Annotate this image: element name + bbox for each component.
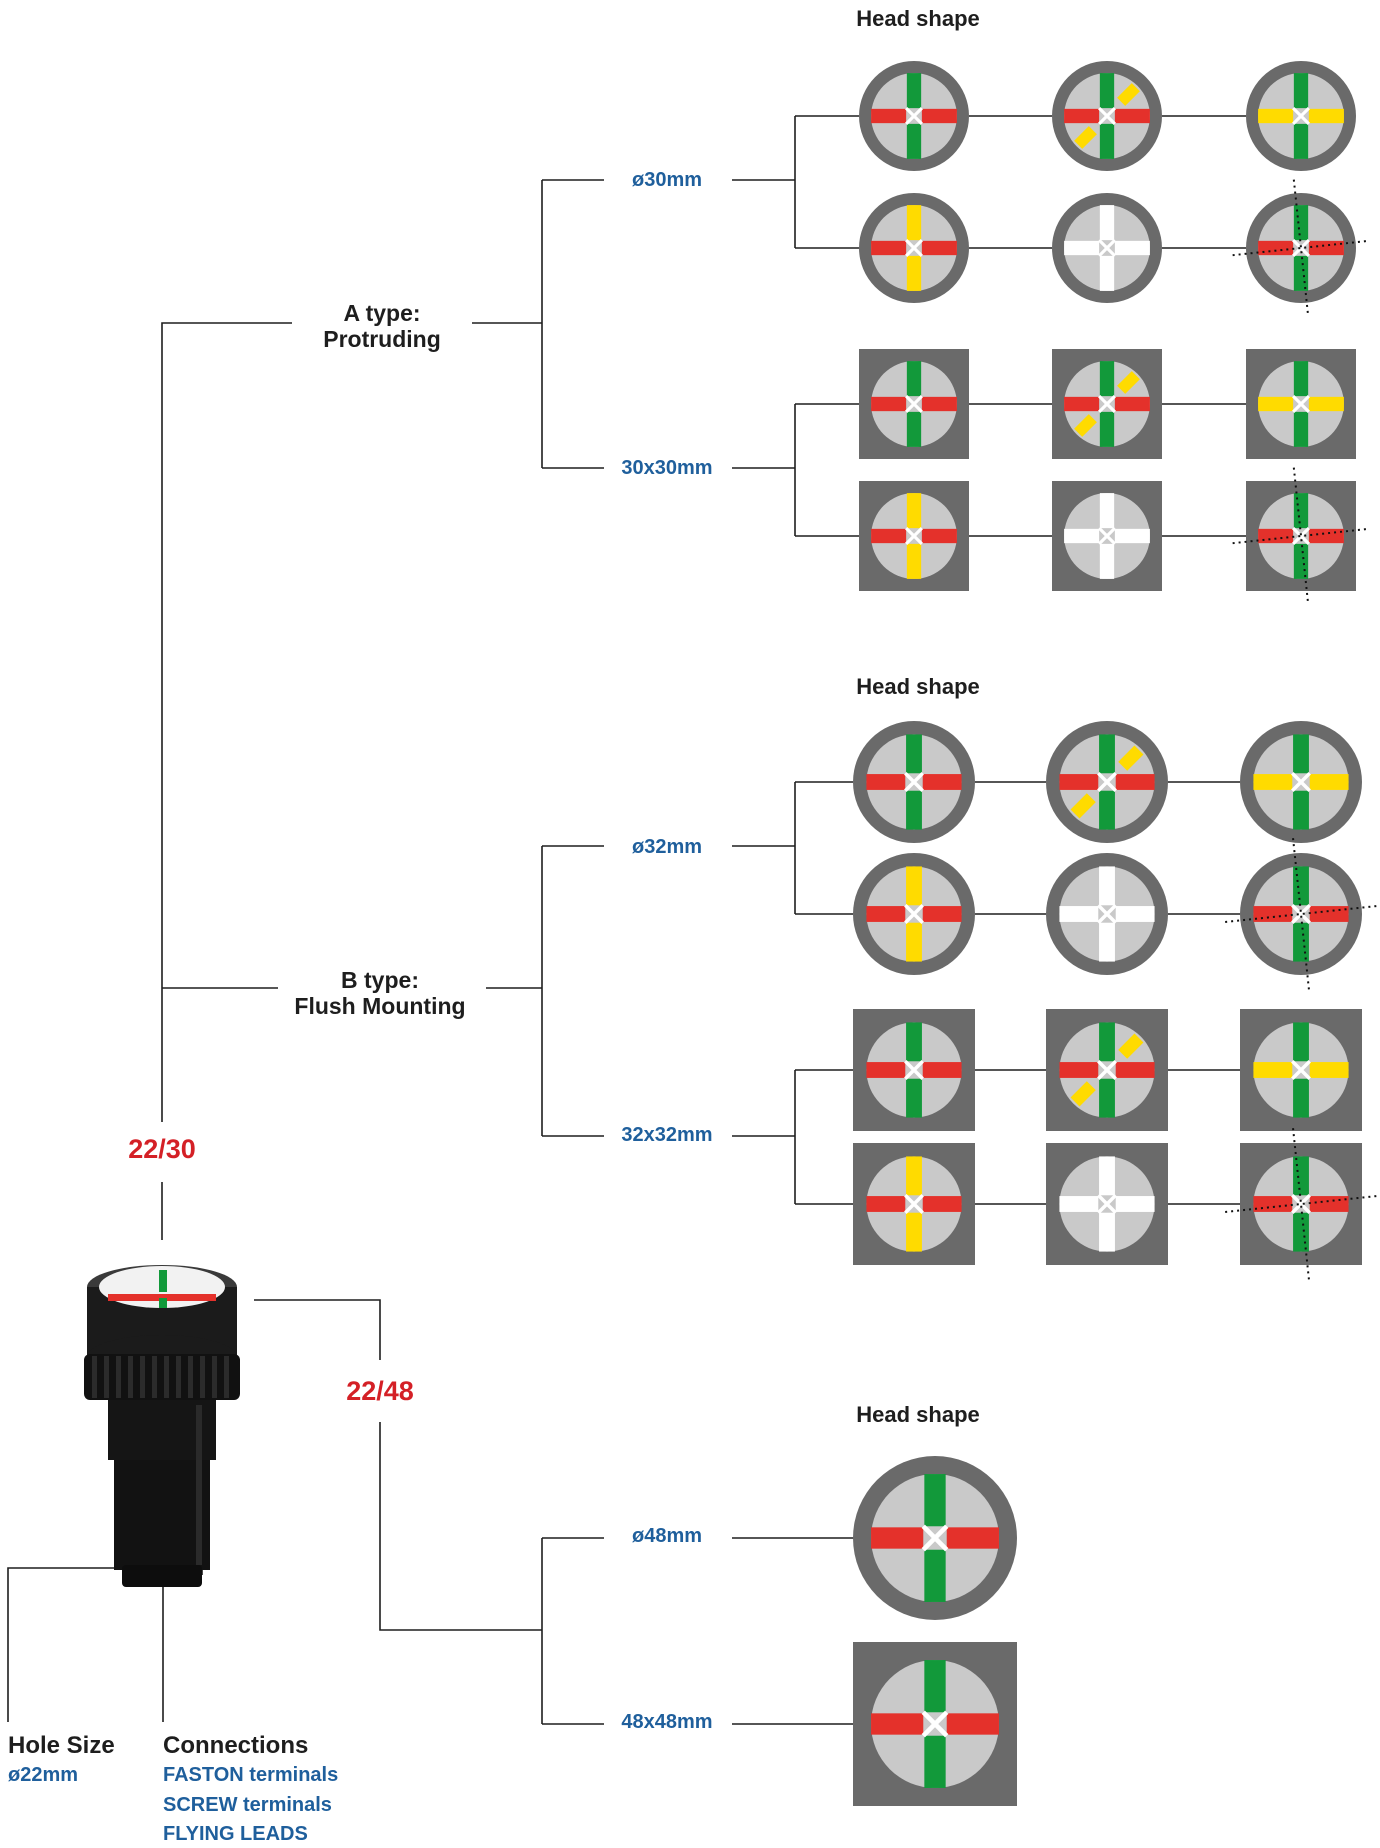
head-shape-title-3: Head shape	[856, 1402, 980, 1427]
nut-rib	[200, 1356, 205, 1398]
head-square-green-red	[859, 349, 969, 459]
size-30x30-label: 30x30mm	[621, 457, 713, 479]
nut-rib	[104, 1356, 109, 1398]
nut-rib	[152, 1356, 157, 1398]
head-round-green-red	[859, 61, 969, 171]
head-square-yellow-red	[853, 1143, 975, 1265]
nut-rib	[116, 1356, 121, 1398]
head-round-green-red-crosshair	[1225, 838, 1377, 990]
b-type-label-line2: Flush Mounting	[294, 993, 466, 1019]
size-o48-label: ø48mm	[631, 1525, 703, 1547]
head-square-white	[1046, 1143, 1168, 1265]
hole-size-value: ø22mm	[8, 1764, 79, 1786]
nut-rib	[92, 1356, 97, 1398]
trunk-to-a-type	[161, 322, 292, 1122]
connections-title: Connections	[163, 1732, 309, 1759]
size-32x32-label: 32x32mm	[621, 1124, 713, 1146]
head-round-green-red-yellow-diag	[1052, 61, 1162, 171]
head-square-white	[1052, 481, 1162, 591]
head-round-green-yellow	[1246, 61, 1356, 171]
nut-rib	[188, 1356, 193, 1398]
head-square-green-red-yellow-diag	[1052, 349, 1162, 459]
connection-flying-leads: FLYING LEADS	[163, 1823, 308, 1845]
nut-rib	[128, 1356, 133, 1398]
connection-screw: SCREW terminals	[163, 1794, 332, 1816]
connector-lines	[7, 115, 1246, 1725]
connection-faston: FASTON terminals	[163, 1764, 339, 1786]
nut-rib	[212, 1356, 217, 1398]
head-square-green-yellow	[1240, 1009, 1362, 1131]
size-o30-label: ø30mm	[631, 169, 703, 191]
head-round-green-red	[853, 721, 975, 843]
series-22-48-label: 22/48	[346, 1376, 414, 1406]
pilot-light-photo	[84, 1265, 240, 1587]
head-round-green-red-crosshair	[1232, 179, 1370, 317]
size-48x48-label: 48x48mm	[621, 1711, 713, 1733]
nut-rib	[224, 1356, 229, 1398]
series-22-30-label: 22/30	[128, 1134, 196, 1164]
22-48-down	[379, 1422, 542, 1631]
head-round-yellow-red	[859, 193, 969, 303]
head-square-green-red-crosshair	[1225, 1128, 1377, 1280]
b-type-label-line1: B type:	[341, 967, 419, 993]
head-square-yellow-red	[859, 481, 969, 591]
a-type-label-line2: Protruding	[323, 326, 441, 352]
head-round-white	[1046, 853, 1168, 975]
head-square-green-red-yellow-diag	[1046, 1009, 1168, 1131]
head-square-green-yellow	[1246, 349, 1356, 459]
nut-rib	[140, 1356, 145, 1398]
head-round-yellow-red	[853, 853, 975, 975]
a-type-label-line1: A type:	[343, 300, 421, 326]
head-round-white	[1052, 193, 1162, 303]
head-square-green-red	[853, 1642, 1017, 1806]
head-square-green-red-crosshair	[1232, 467, 1370, 605]
device-to-22-48	[254, 1299, 381, 1360]
head-shape-title-1: Head shape	[856, 6, 980, 31]
head-square-green-red	[853, 1009, 975, 1131]
head-shape-title-2: Head shape	[856, 674, 980, 699]
head-round-green-red	[853, 1456, 1017, 1620]
size-o32-label: ø32mm	[631, 836, 703, 858]
nut-rib	[164, 1356, 169, 1398]
hole-size-leader	[7, 1567, 202, 1722]
head-round-green-yellow	[1240, 721, 1362, 843]
head-round-green-red-yellow-diag	[1046, 721, 1168, 843]
head-shapes	[853, 61, 1377, 1806]
nut-rib	[176, 1356, 181, 1398]
hole-size-title: Hole Size	[8, 1732, 115, 1759]
